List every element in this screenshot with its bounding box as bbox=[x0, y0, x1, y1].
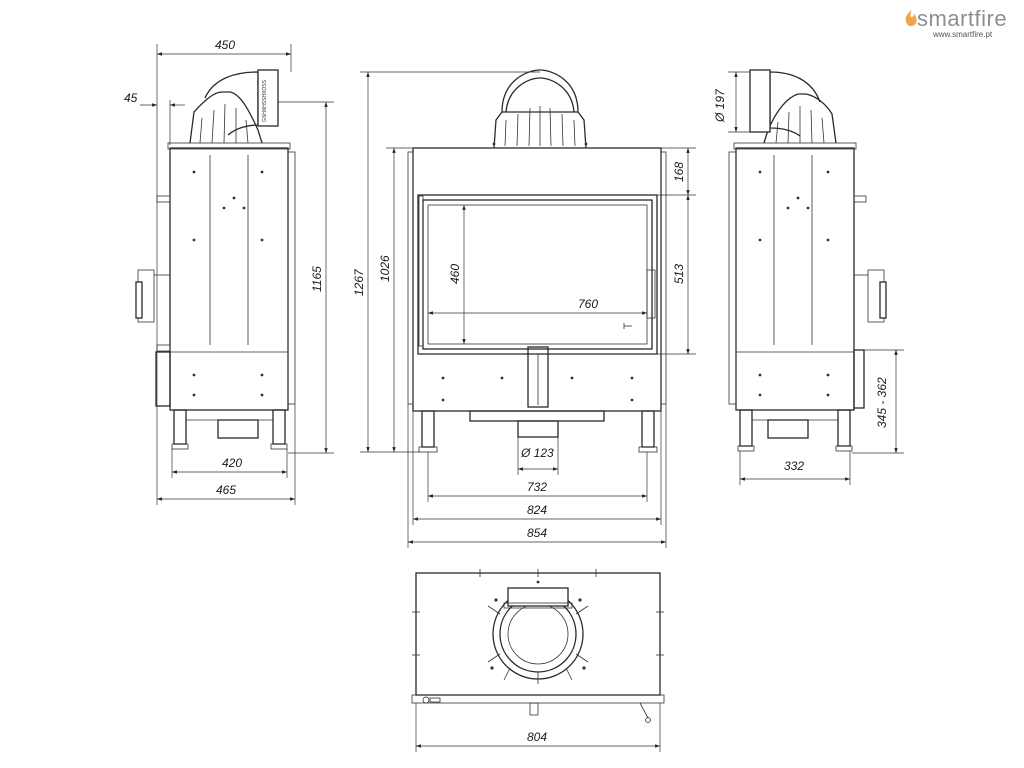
dim-body-height: 1026 bbox=[378, 255, 392, 282]
dim-width-732: 732 bbox=[527, 480, 547, 494]
dim-flue-diameter: Ø 197 bbox=[713, 88, 727, 123]
dim-side-top-width: 450 bbox=[215, 38, 235, 52]
dim-top-panel: 168 bbox=[672, 162, 686, 182]
top-view bbox=[411, 569, 665, 723]
dim-side-base-inner: 420 bbox=[222, 456, 242, 470]
dim-flue-offset: 45 bbox=[124, 91, 138, 105]
front-dimensions: 1267 1026 460 760 168 513 Ø 123 732 bbox=[352, 71, 696, 548]
flame-icon bbox=[905, 10, 917, 27]
side-view-right bbox=[728, 69, 887, 452]
side-right-dimensions: Ø 197 345 - 362 332 bbox=[713, 71, 904, 485]
dim-total-height: 1267 bbox=[352, 268, 366, 296]
dim-glass-height: 460 bbox=[448, 264, 462, 284]
dim-top-width: 804 bbox=[527, 730, 547, 744]
side-view-left: GSHXHSSHXOSS bbox=[135, 69, 296, 450]
front-view bbox=[407, 69, 667, 453]
dim-side-height: 1165 bbox=[310, 266, 324, 292]
brand-name: smartfire bbox=[917, 6, 1007, 31]
dim-glass-width: 760 bbox=[578, 297, 598, 311]
brand-url: www.smartfire.pt bbox=[932, 30, 993, 39]
dim-side-base-outer: 465 bbox=[216, 483, 236, 497]
dim-width-854: 854 bbox=[527, 526, 547, 540]
side-left-dimensions: 450 45 1165 420 465 bbox=[124, 38, 334, 505]
dim-door-height: 513 bbox=[672, 264, 686, 284]
top-view-dimensions: 804 bbox=[415, 703, 661, 752]
dim-width-824: 824 bbox=[527, 503, 547, 517]
dim-side-base: 332 bbox=[784, 459, 804, 473]
dim-air-inlet: Ø 123 bbox=[520, 446, 554, 460]
brand-logo: smartfire www.smartfire.pt bbox=[905, 6, 1007, 39]
nameplate-text: GSHXHSSHXOSS bbox=[262, 79, 268, 122]
dim-inlet-height: 345 - 362 bbox=[875, 377, 889, 428]
